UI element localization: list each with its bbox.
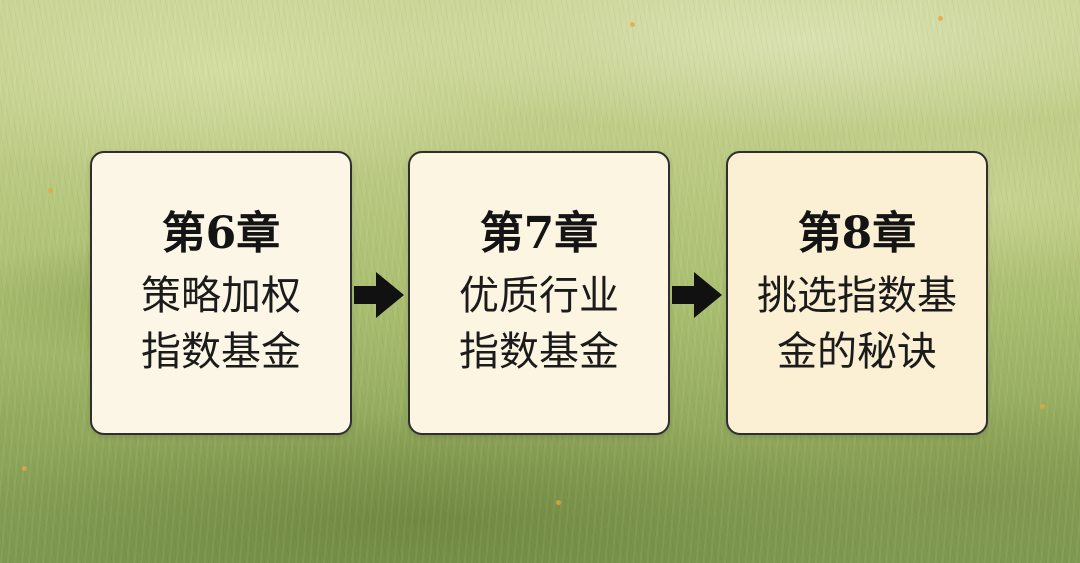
flower-dot — [556, 500, 561, 505]
arrow-right-icon — [354, 272, 404, 318]
chapter-desc-line: 指数基金 — [459, 324, 619, 380]
flower-dot — [22, 466, 27, 471]
chapter-desc-line: 挑选指数基 — [757, 268, 957, 324]
step-card-chapter-8: 第8章 挑选指数基 金的秘诀 — [726, 151, 988, 435]
flower-dot — [48, 188, 53, 193]
chapter-title: 第6章 — [162, 206, 281, 262]
step-card-chapter-7: 第7章 优质行业 指数基金 — [408, 151, 670, 435]
flower-dot — [938, 16, 943, 21]
chapter-desc-line: 优质行业 — [459, 268, 619, 324]
chapter-title: 第7章 — [480, 206, 599, 262]
chapter-desc-line: 金的秘诀 — [777, 324, 937, 380]
flower-dot — [1040, 404, 1045, 409]
flower-dot — [630, 22, 635, 27]
step-card-chapter-6: 第6章 策略加权 指数基金 — [90, 151, 352, 435]
chapter-title: 第8章 — [798, 206, 917, 262]
chapter-desc-line: 策略加权 — [141, 268, 301, 324]
arrow-right-icon — [672, 272, 722, 318]
chapter-desc-line: 指数基金 — [141, 324, 301, 380]
